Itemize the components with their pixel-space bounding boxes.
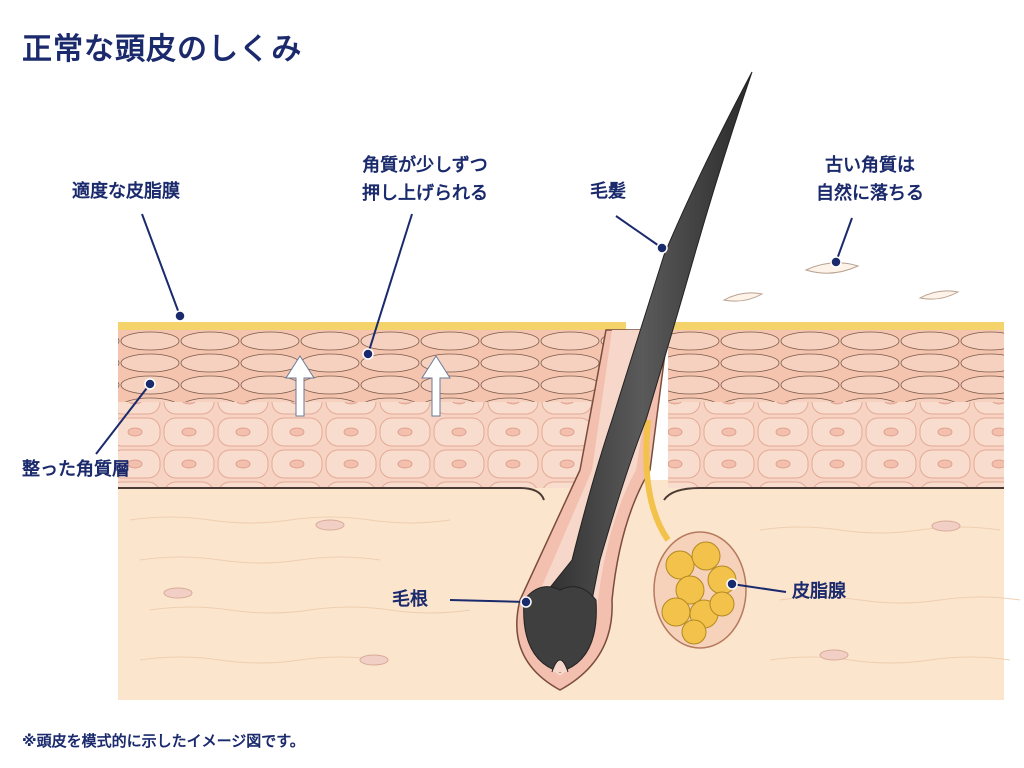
flake-1 (804, 262, 860, 274)
sebum-film-left (118, 322, 626, 330)
label-sebaceous-gland: 皮脂腺 (792, 581, 846, 602)
label-hair: 毛髪 (590, 181, 626, 202)
label-keratin-pushed: 角質が少しずつ 押し上げられる (330, 152, 520, 208)
label-hair-root: 毛根 (392, 589, 428, 610)
flake-2 (722, 292, 764, 302)
label-sebum-film: 適度な皮脂膜 (72, 181, 180, 202)
sebaceous-duct (643, 419, 671, 542)
flake-3 (918, 290, 960, 300)
up-arrow-left (285, 355, 315, 417)
label-old-keratin-line2: 自然に落ちる (816, 183, 924, 204)
label-keratin-pushed-line2: 押し上げられる (362, 183, 488, 204)
hair-bulb (523, 586, 597, 673)
label-keratin-pushed-line1: 角質が少しずつ (362, 155, 488, 176)
label-old-keratin-line1: 古い角質は (825, 155, 915, 176)
page-title: 正常な頭皮のしくみ (22, 32, 303, 67)
label-keratin-layer: 整った角質層 (22, 459, 130, 480)
stratum-corneum-right (668, 328, 1004, 402)
sebaceous-gland (661, 541, 737, 645)
up-arrow-right (421, 355, 451, 417)
label-old-keratin: 古い角質は 自然に落ちる (790, 152, 950, 208)
footnote: ※頭皮を模式的に示したイメージ図です。 (22, 732, 305, 750)
sebum-film-right (668, 322, 1004, 330)
